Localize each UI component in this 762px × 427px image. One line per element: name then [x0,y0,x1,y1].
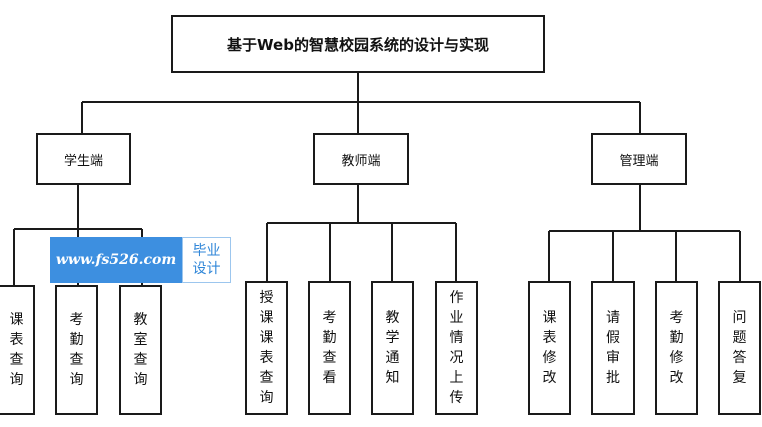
leaf-node: 请假审批 [591,281,635,415]
branch-label: 教师端 [341,153,381,169]
root-node: 基于Web的智慧校园系统的设计与实现 [171,15,545,73]
leaf-label: 授课课表查询 [259,290,274,406]
branch-node-admin: 管理端 [591,133,687,185]
branch-label: 学生端 [63,153,103,169]
leaf-node: 考勤查看 [308,281,351,415]
leaf-label: 考勤修改 [669,310,684,386]
root-label: 基于Web的智慧校园系统的设计与实现 [227,35,489,54]
watermark: www.fs526.com 毕业设计 [50,237,231,283]
leaf-label: 课表查询 [9,312,24,388]
leaf-label: 教学通知 [385,310,400,386]
leaf-node: 课表查询 [0,285,35,415]
leaf-label: 问题答复 [732,310,747,386]
leaf-label: 教室查询 [133,312,148,388]
watermark-tag: 毕业设计 [182,237,231,283]
leaf-node: 教室查询 [119,285,162,415]
leaf-label: 作业情况上传 [449,290,464,406]
leaf-node: 课表修改 [528,281,571,415]
branch-node-student: 学生端 [36,133,131,185]
leaf-node: 授课课表查询 [245,281,288,415]
leaf-node: 问题答复 [718,281,761,415]
branch-node-teacher: 教师端 [313,133,409,185]
watermark-url: www.fs526.com [50,237,182,283]
leaf-node: 教学通知 [371,281,414,415]
leaf-node: 考勤查询 [55,285,98,415]
leaf-node: 考勤修改 [655,281,698,415]
branch-label: 管理端 [619,153,659,169]
leaf-node: 作业情况上传 [435,281,478,415]
watermark-tag-label: 毕业设计 [192,243,221,277]
leaf-label: 考勤查询 [69,312,84,388]
leaf-label: 考勤查看 [322,310,337,386]
leaf-label: 请假审批 [606,310,620,386]
leaf-label: 课表修改 [542,310,557,386]
